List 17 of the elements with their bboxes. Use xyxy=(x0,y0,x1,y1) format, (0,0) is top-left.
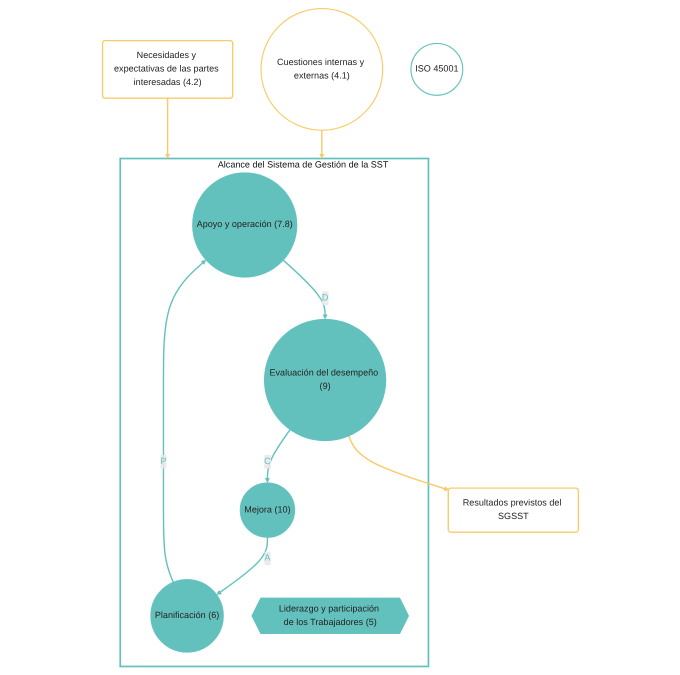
arrow xyxy=(348,436,449,492)
arrow xyxy=(162,260,206,582)
arrow xyxy=(318,130,324,159)
node-circle: Apoyo y operación (7.8) xyxy=(192,172,297,278)
arrow xyxy=(164,98,170,159)
arrow xyxy=(264,429,290,483)
node-circle: Evaluación del desempeño (9) xyxy=(263,318,386,442)
edge-label: P xyxy=(160,456,166,466)
edge-label: D xyxy=(321,293,328,303)
node-circle: Planificación (6) xyxy=(150,579,224,653)
arrow xyxy=(216,538,268,595)
edge-label: C xyxy=(264,456,270,466)
node-circle: Cuestiones internas y externas (4.1) xyxy=(260,8,383,131)
arrow xyxy=(282,260,328,320)
node-circle: Mejora (10) xyxy=(239,482,295,538)
node-circle: ISO 45001 xyxy=(410,42,463,96)
edge-label: A xyxy=(264,553,270,563)
